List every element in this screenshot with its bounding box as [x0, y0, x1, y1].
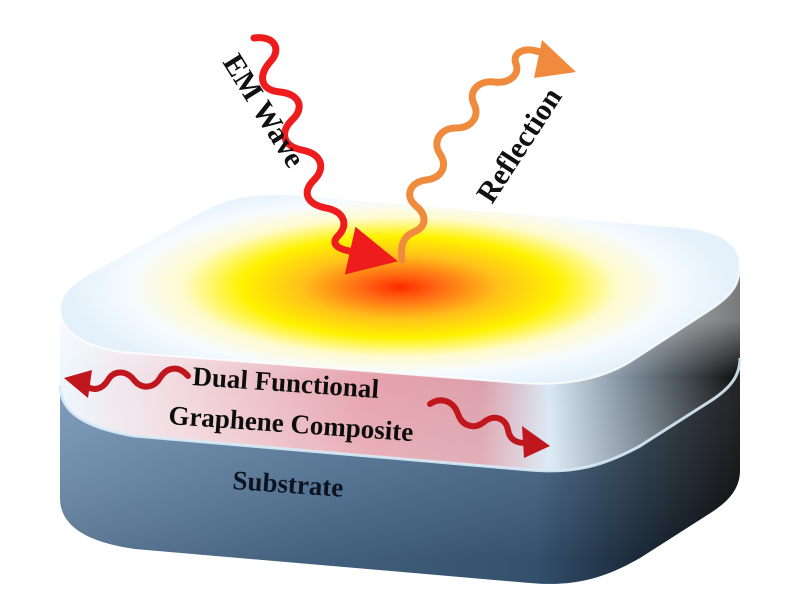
incident-wave-arrow	[250, 34, 398, 275]
left-lateral-wave	[81, 365, 191, 392]
reflection-label: Reflection	[470, 82, 569, 209]
left-wave-arrowhead	[64, 370, 92, 398]
reflected-wave	[398, 46, 544, 264]
right-wave-arrowhead	[522, 426, 550, 458]
reflected-arrowhead	[534, 40, 576, 78]
right-lateral-wave	[427, 397, 535, 446]
top-surface	[58, 193, 742, 385]
